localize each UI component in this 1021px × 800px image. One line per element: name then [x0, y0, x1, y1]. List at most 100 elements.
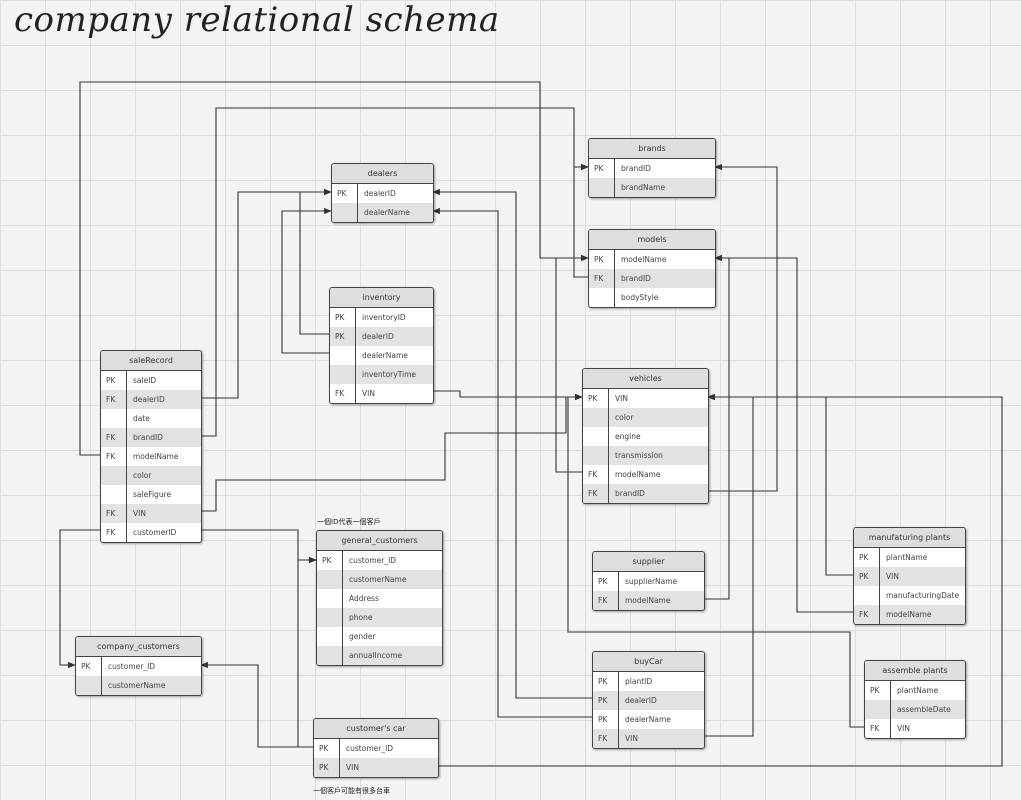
connector-line: [708, 163, 778, 492]
key-type: FK: [101, 428, 127, 447]
key-type: FK: [101, 390, 127, 409]
connector-line: [200, 661, 313, 748]
table-title: company_customers: [76, 637, 201, 657]
field-name: dealerID: [362, 332, 394, 341]
field-name: customer_ID: [346, 744, 394, 753]
key-type: PK: [854, 548, 880, 567]
field-name: VIN: [615, 394, 628, 403]
table-title: general_customers: [317, 531, 442, 551]
key-type: PK: [317, 551, 343, 570]
key-type: PK: [593, 672, 619, 691]
field-name: VIN: [625, 734, 638, 743]
field-name: Address: [349, 594, 379, 603]
table-row: dealerName: [332, 203, 433, 222]
table-row: transmission: [583, 446, 708, 465]
connector-line: [201, 393, 583, 512]
field-name: brandID: [621, 164, 651, 173]
field-name: dealerName: [364, 208, 410, 217]
table-row: dealerName: [330, 346, 433, 365]
key-type: PK: [593, 710, 619, 729]
table-title: dealers: [332, 164, 433, 184]
connector-line: [201, 529, 317, 564]
table-row: PK supplierName: [593, 572, 704, 591]
field-name: inventoryID: [362, 313, 406, 322]
connector-line: [707, 393, 853, 576]
connector-line: [201, 188, 332, 399]
key-type: [76, 676, 102, 695]
field-name: customerID: [133, 528, 177, 537]
key-type: PK: [593, 572, 619, 591]
key-type: [854, 586, 880, 605]
table-row: customerName: [317, 570, 442, 589]
table-row: gender: [317, 627, 442, 646]
table-row: FK VIN: [593, 729, 704, 748]
table-row: PK saleID: [101, 371, 201, 390]
table-title: manufaturing plants: [854, 528, 965, 548]
key-type: PK: [101, 371, 127, 390]
table-row: FK customerID: [101, 523, 201, 542]
field-name: supplierName: [625, 577, 678, 586]
connector-line: [714, 254, 853, 613]
field-name: customerName: [349, 575, 407, 584]
table-title: buyCar: [593, 652, 704, 672]
field-name: modelName: [621, 255, 667, 264]
key-type: [589, 288, 615, 307]
connector-line: [432, 188, 592, 699]
key-type: [101, 466, 127, 485]
table-title: inventory: [330, 288, 433, 308]
field-name: phone: [349, 613, 373, 622]
annotation-customer-many-cars: 一個客戶可能有很多台車: [313, 787, 390, 795]
key-type: PK: [593, 691, 619, 710]
key-type: [101, 409, 127, 428]
field-name: saleID: [133, 376, 157, 385]
key-type: PK: [330, 308, 356, 327]
key-type: [101, 485, 127, 504]
key-type: [330, 365, 356, 384]
table-row: bodyStyle: [589, 288, 715, 307]
key-type: FK: [593, 729, 619, 748]
connector-line: [299, 188, 332, 335]
connector-line: [573, 163, 589, 278]
key-type: FK: [854, 605, 880, 624]
field-name: VIN: [362, 389, 375, 398]
key-type: PK: [865, 681, 891, 700]
field-name: dealerID: [364, 189, 396, 198]
key-type: FK: [101, 523, 127, 542]
field-name: dealerID: [625, 696, 657, 705]
connector-line: [555, 254, 589, 473]
table-title: brands: [589, 139, 715, 159]
diagram-title: company relational schema: [14, 0, 500, 40]
table-row: PK inventoryID: [330, 308, 433, 327]
field-name: assembleDate: [897, 705, 951, 714]
field-name: color: [133, 471, 152, 480]
key-type: [583, 446, 609, 465]
key-type: [583, 427, 609, 446]
field-name: brandID: [621, 274, 651, 283]
